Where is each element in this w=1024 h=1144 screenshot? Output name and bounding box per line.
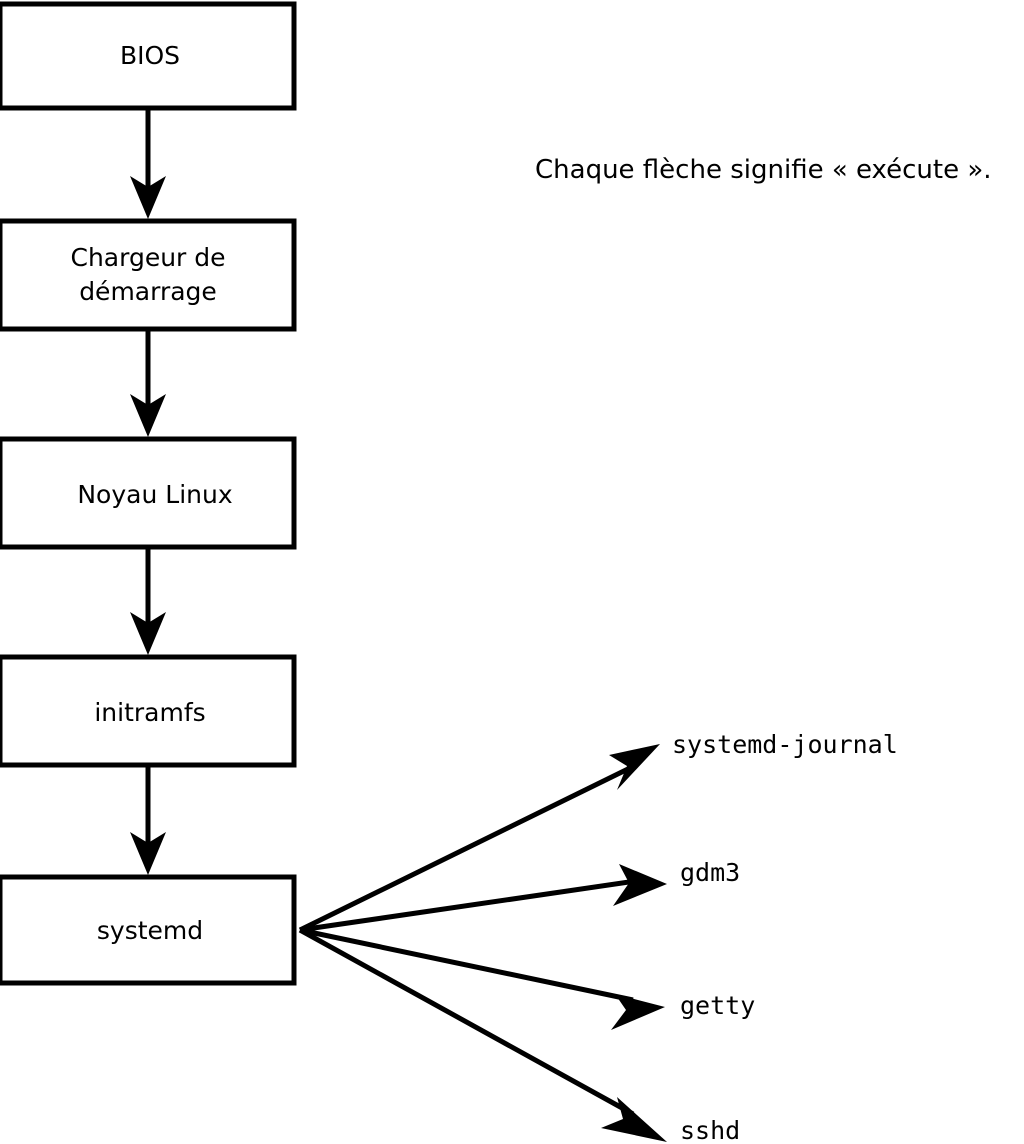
kernel-box-rect: [0, 436, 297, 550]
bios-box-rect: [0, 1, 297, 111]
stage-box-kernel[interactable]: Noyau Linux: [0, 436, 297, 550]
arrow-bootloader-to-kernel: [130, 329, 166, 437]
initramfs-box-rect: [0, 654, 297, 768]
bios-box-label: BIOS: [120, 41, 180, 70]
stage-box-systemd[interactable]: systemd: [0, 874, 297, 986]
service-label-systemd-journal[interactable]: systemd-journal: [672, 730, 898, 759]
arrow-initramfs-to-systemd: [130, 765, 166, 875]
arrow-kernel-to-initramfs: [130, 547, 166, 655]
service-label-sshd[interactable]: sshd: [680, 1116, 740, 1144]
systemd-box-rect: [0, 874, 297, 986]
bootloader-box-rect: [0, 218, 297, 332]
initramfs-box-label: initramfs: [94, 698, 205, 727]
service-label-gdm3[interactable]: gdm3: [680, 858, 740, 887]
bootloader-box-label-line2: démarrage: [79, 277, 217, 306]
arrow-legend-annotation: Chaque flèche signifie « exécute ».: [535, 155, 992, 185]
bootloader-box-label-line1: Chargeur de: [70, 243, 225, 272]
arrow-bios-to-bootloader: [130, 108, 166, 219]
service-label-getty[interactable]: getty: [680, 991, 755, 1020]
arrow-systemd-to-sshd: [298, 927, 667, 1142]
stage-box-bootloader[interactable]: Chargeur de démarrage: [0, 218, 297, 332]
arrow-systemd-to-systemd-journal: [298, 744, 660, 933]
stage-box-bios[interactable]: BIOS: [0, 1, 297, 111]
systemd-box-label: systemd: [97, 916, 203, 945]
kernel-box-label: Noyau Linux: [77, 480, 232, 509]
arrow-systemd-to-getty: [299, 927, 665, 1030]
stage-box-initramfs[interactable]: initramfs: [0, 654, 297, 768]
arrow-systemd-to-gdm3: [299, 864, 667, 933]
